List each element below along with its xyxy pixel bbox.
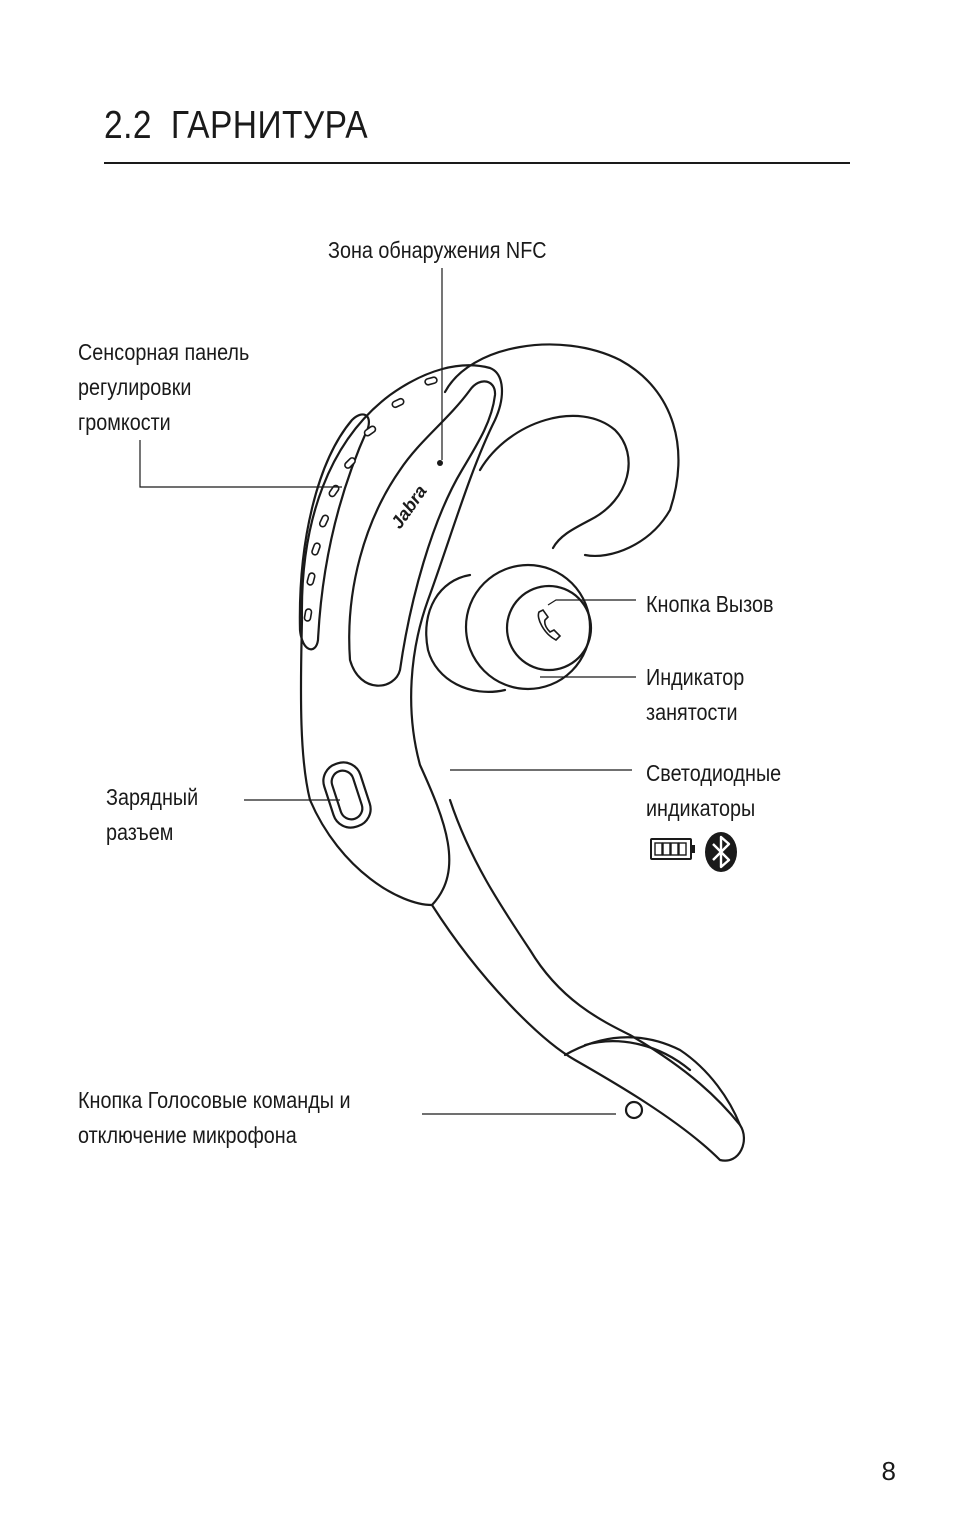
nfc-label: Зона обнаружения NFC xyxy=(328,237,547,263)
jabra-logo: Jabra xyxy=(387,481,431,532)
earbud-side xyxy=(425,573,507,693)
charging-port-label: Зарядный разъем xyxy=(106,784,199,845)
battery-icon xyxy=(650,838,695,860)
charging-port-inner xyxy=(330,769,364,821)
call-button-label: Кнопка Вызов xyxy=(646,591,774,617)
busy-indicator-label: Индикатор занятости xyxy=(646,664,745,725)
page-number: 8 xyxy=(881,1456,896,1486)
section-title: ГАРНИТУРА xyxy=(170,104,368,147)
earbud-face xyxy=(505,584,593,672)
voice-command-button xyxy=(624,1100,644,1120)
voice-command-label: Кнопка Голосовые команды и отключение ми… xyxy=(78,1087,351,1148)
section-heading: 2.2 ГАРНИТУРА xyxy=(104,104,368,148)
bluetooth-icon xyxy=(705,832,737,872)
headset-body xyxy=(299,364,504,907)
boom-mic xyxy=(430,798,745,1162)
volume-leds xyxy=(303,376,438,622)
nfc-dot xyxy=(437,460,443,466)
volume-panel-label: Сенсорная панель регулировки громкости xyxy=(78,339,250,435)
volume-leader xyxy=(139,440,342,488)
charging-port xyxy=(322,761,372,829)
boom-mic-detail xyxy=(583,1040,692,1072)
headset-inner-panel xyxy=(348,380,497,687)
earbud-rim xyxy=(464,563,592,691)
section-number: 2.2 xyxy=(104,104,152,147)
led-indicators-label: Светодиодные индикаторы xyxy=(646,760,782,821)
title-rule xyxy=(104,162,850,164)
ear-hook-inner xyxy=(478,414,630,550)
boom-mic-tip xyxy=(563,1036,742,1127)
ear-hook xyxy=(443,343,680,557)
phone-icon xyxy=(537,608,562,641)
call-leader xyxy=(547,599,636,606)
